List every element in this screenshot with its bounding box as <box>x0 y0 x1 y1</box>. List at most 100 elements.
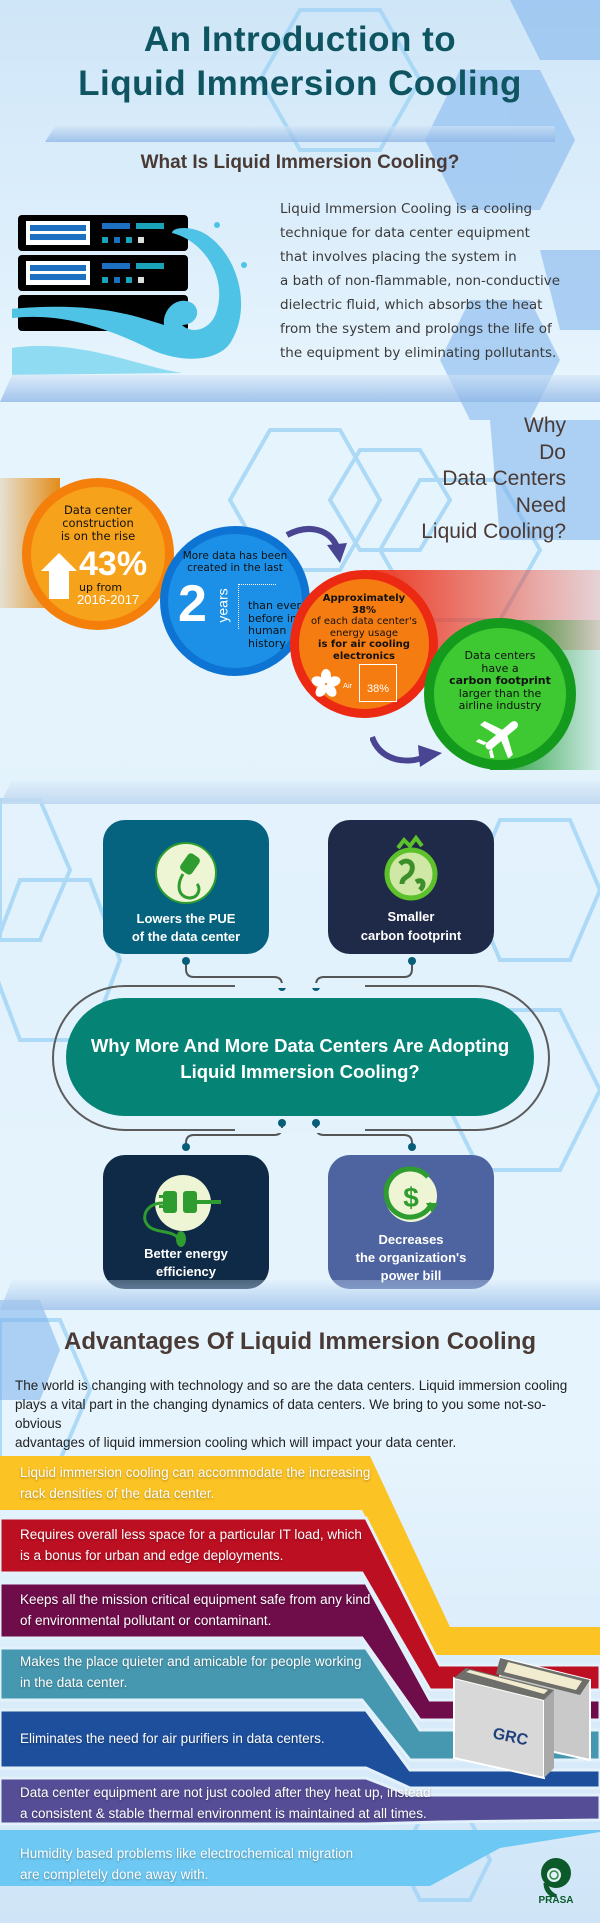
stat-sub-label: up from <box>79 581 123 594</box>
caption-line: energy usage <box>329 627 399 639</box>
intro-line: The world is changing with technology an… <box>15 1378 568 1393</box>
advantage-line: is a bonus for urban and edge deployment… <box>20 1548 284 1563</box>
globe-icon <box>384 834 438 901</box>
intro-line: advantages of liquid immersion cooling w… <box>15 1435 457 1450</box>
adopting-center-title: Why More And More Data Centers Are Adopt… <box>66 998 534 1116</box>
advantage-line: Eliminates the need for air purifiers in… <box>20 1731 325 1746</box>
server-rack-with-water-wave-icon <box>12 215 247 375</box>
prasa-logo: PRASA <box>534 1857 578 1906</box>
plug-icon <box>155 842 217 904</box>
heading-line: Why <box>524 414 566 437</box>
caption-line: Data centers <box>464 649 536 662</box>
caption-line: Approximately <box>322 593 406 604</box>
advantage-item-2: Requires overall less space for a partic… <box>0 1524 362 1566</box>
stat-construction-circle: Data center construction is on the rise … <box>22 478 174 630</box>
prasa-logo-text: PRASA <box>538 1895 574 1906</box>
description-line: that involves placing the system in <box>280 249 517 265</box>
advantage-item-5: Eliminates the need for air purifiers in… <box>0 1728 325 1749</box>
heading-line: Need <box>515 493 566 517</box>
advantage-line: Humidity based problems like electrochem… <box>20 1846 354 1861</box>
up-arrow-icon <box>41 553 77 599</box>
benefit-card-energy: Better energy efficiency <box>103 1155 269 1289</box>
advantages-ribbons <box>0 1456 600 1826</box>
caption-line: created in the last <box>187 562 283 574</box>
description-line: Liquid Immersion Cooling is a cooling <box>280 201 533 217</box>
advantage-line: of environmental pollutant or contaminan… <box>20 1613 272 1628</box>
description-line: a bath of non-flammable, non-conductive <box>280 273 561 289</box>
card-label: carbon footprint <box>360 928 462 943</box>
caption-line: More data has been <box>182 550 288 562</box>
stat-unit: years <box>214 588 231 623</box>
card-label: Better energy <box>144 1246 228 1261</box>
caption-line: have a <box>481 661 519 675</box>
card-label: of the data center <box>131 929 241 944</box>
title-line-1: An Introduction to <box>143 20 457 59</box>
dollar-icon: $ <box>383 1166 438 1222</box>
heading-line: Data Centers <box>442 467 566 490</box>
side-line: history <box>248 636 286 650</box>
caption-line: of each data center's <box>311 616 417 627</box>
caption-line: airline industry <box>458 699 542 712</box>
caption-line: construction <box>62 516 134 530</box>
percentage-badge: 38% <box>359 664 397 702</box>
svg-text:$: $ <box>403 1182 419 1213</box>
stat-air-caption: Approximately 38% of each data center's … <box>299 579 429 662</box>
stat-construction-caption: Data center construction is on the rise <box>31 487 165 543</box>
side-line: than ever <box>248 599 302 612</box>
caption-line: is for air cooling <box>318 639 410 650</box>
badge-value: 38% <box>366 683 390 695</box>
stat-data-side-text: than ever before in human history <box>248 599 302 650</box>
caption-line: Data center <box>63 503 133 517</box>
air-label: Air <box>343 681 353 690</box>
advantage-item-1: Liquid immersion cooling can accommodate… <box>0 1462 370 1504</box>
outline-gap <box>235 1128 365 1133</box>
advantage-item-4: Makes the place quieter and amicable for… <box>0 1651 361 1693</box>
section-divider <box>0 1280 600 1310</box>
stat-data-created-circle: More data has been created in the last 2… <box>160 526 310 676</box>
advantage-line: Requires overall less space for a partic… <box>20 1527 362 1542</box>
side-line: human <box>248 624 287 637</box>
caption-line: is on the rise <box>60 529 136 543</box>
advantage-line: a consistent & stable thermal environmen… <box>20 1806 427 1821</box>
fan-icon <box>311 669 341 697</box>
curved-arrow-icon <box>370 735 442 767</box>
advantage-line: in the data center. <box>20 1675 128 1690</box>
stat-carbon-circle: Data centers have a carbon footprint lar… <box>424 618 576 770</box>
advantage-item-6: Data center equipment are not just coole… <box>0 1782 431 1824</box>
section-divider <box>0 375 600 402</box>
center-title-line: Why More And More Data Centers Are Adopt… <box>90 1035 510 1056</box>
card-label: Lowers the PUE <box>136 911 236 926</box>
advantages-intro: The world is changing with technology an… <box>15 1376 590 1452</box>
prasa-logo-icon <box>541 1858 571 1900</box>
humidity-ribbon <box>0 1830 600 1886</box>
immersion-tank-product-image: GRC <box>453 1656 591 1780</box>
stat-value: 43% <box>79 545 148 583</box>
intro-line: plays a vital part in the changing dynam… <box>15 1397 547 1431</box>
why-need-heading: Why Do Data Centers Need Liquid Cooling? <box>421 413 566 546</box>
advantage-line: Data center equipment are not just coole… <box>20 1785 431 1800</box>
advantage-line: are completely done away with. <box>20 1867 209 1882</box>
advantage-item-3: Keeps all the mission critical equipment… <box>0 1589 370 1631</box>
airplane-icon <box>476 721 519 758</box>
advantage-item-7: Humidity based problems like electrochem… <box>0 1843 353 1885</box>
advantage-line: Liquid immersion cooling can accommodate… <box>20 1465 371 1480</box>
stat-carbon-caption: Data centers have a carbon footprint lar… <box>434 628 566 713</box>
benefit-card-pue: Lowers the PUE of the data center <box>103 820 269 954</box>
side-line: before in <box>248 611 297 625</box>
plug-socket-icon <box>143 1175 221 1247</box>
heading-line: Do <box>539 440 566 464</box>
caption-line: carbon footprint <box>449 674 551 687</box>
stat-year-range: 2016-2017 <box>77 592 140 607</box>
heading-line: Liquid Cooling? <box>421 520 566 543</box>
advantage-line: rack densities of the data center. <box>20 1486 215 1501</box>
caption-line: 38% <box>352 604 376 616</box>
dotted-bracket <box>238 584 276 629</box>
title-divider <box>45 126 555 142</box>
card-label: Decreases <box>378 1232 444 1247</box>
description-line: the equipment by eliminating pollutants. <box>280 345 557 361</box>
center-title-line: Liquid Immersion Cooling? <box>180 1061 420 1082</box>
benefit-card-power-bill: $ Decreases the organization's power bil… <box>328 1155 494 1289</box>
advantages-heading: Advantages Of Liquid Immersion Cooling <box>63 1328 537 1355</box>
benefit-card-carbon: Smaller carbon footprint <box>328 820 494 954</box>
